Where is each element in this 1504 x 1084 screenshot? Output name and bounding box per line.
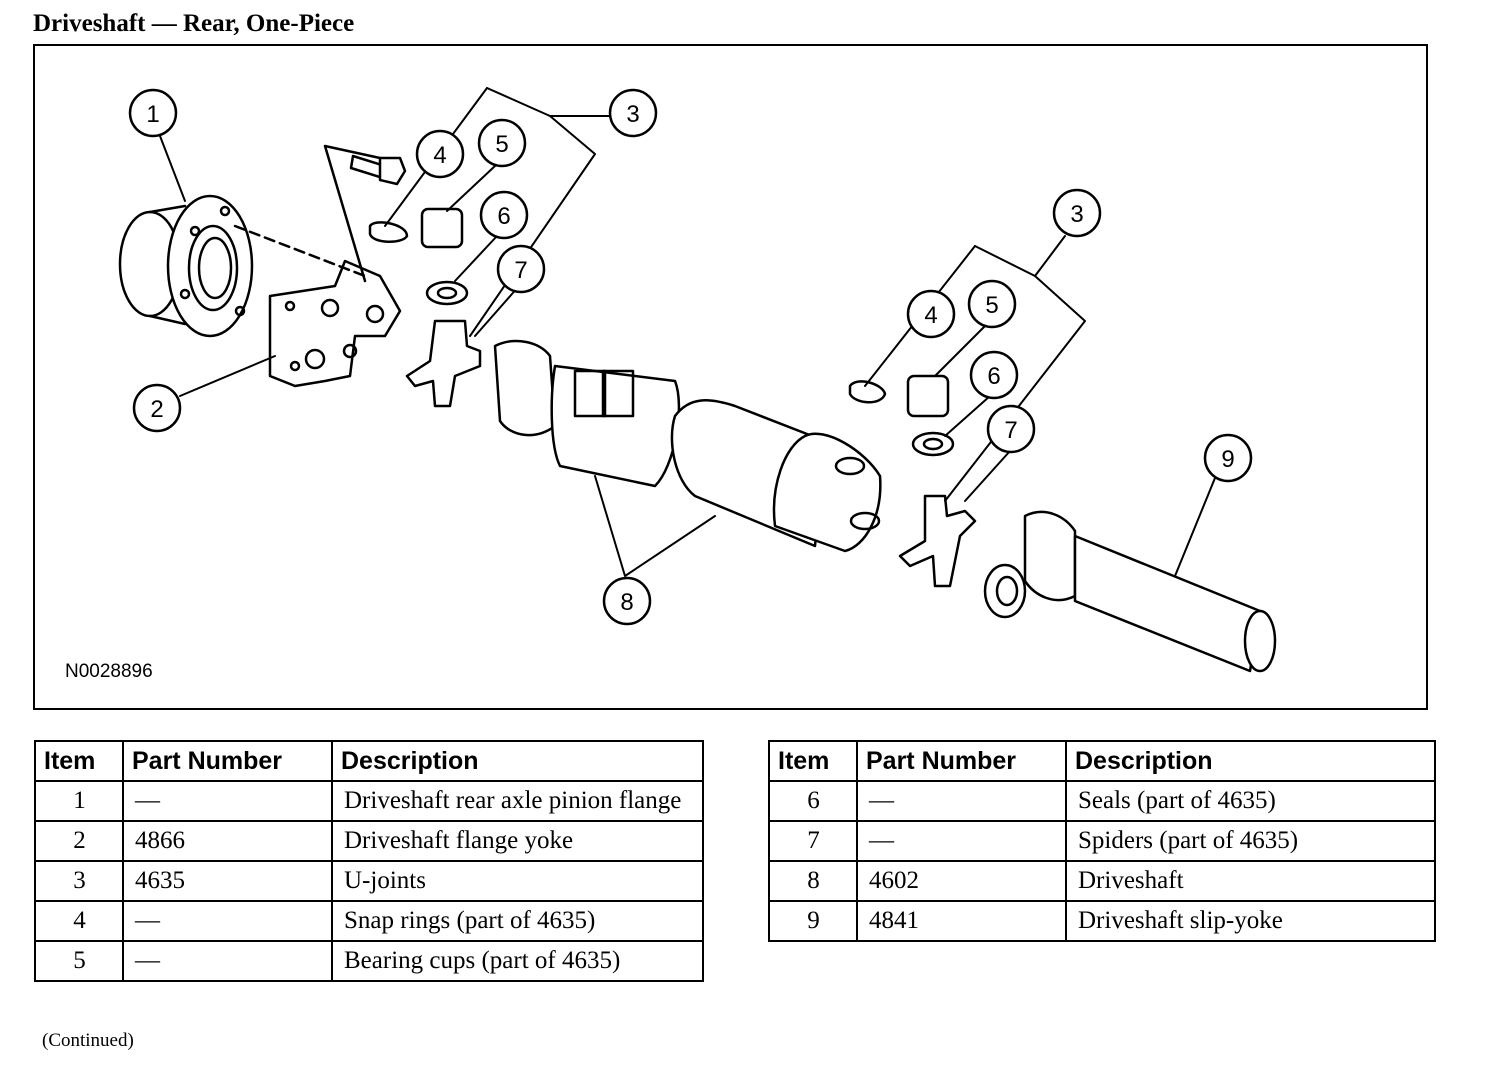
header-item: Item xyxy=(34,740,124,782)
cell-part: — xyxy=(122,940,333,982)
callout-5: 5 xyxy=(495,131,508,158)
cell-part: — xyxy=(856,780,1067,822)
table-row: 6 — Seals (part of 4635) xyxy=(768,780,1436,822)
driveshaft-front xyxy=(493,339,681,488)
cell-part: — xyxy=(122,900,333,942)
cell-item: 7 xyxy=(768,820,858,862)
continued-note: (Continued) xyxy=(42,1030,134,1051)
cell-desc: Snap rings (part of 4635) xyxy=(331,900,704,942)
cell-part: 4841 xyxy=(856,900,1067,942)
page-title: Driveshaft — Rear, One-Piece xyxy=(33,10,355,37)
header-description: Description xyxy=(1065,740,1436,782)
table-header-row: Item Part Number Description xyxy=(34,740,704,782)
cell-desc: Bearing cups (part of 4635) xyxy=(331,940,704,982)
exploded-view-diagram: 1 2 3 4 5 6 7 8 3 4 5 6 7 9 N0028896 xyxy=(33,44,1428,710)
driveshaft-tube xyxy=(670,399,882,553)
callout-3: 3 xyxy=(626,101,639,128)
cell-part: — xyxy=(122,780,333,822)
callout-circles xyxy=(128,88,1253,626)
parts-table-right: Item Part Number Description 6 — Seals (… xyxy=(768,740,1436,942)
cell-desc: Spiders (part of 4635) xyxy=(1065,820,1436,862)
callout-4: 4 xyxy=(433,142,446,169)
cell-part: 4866 xyxy=(122,820,333,862)
figure-id: N0028896 xyxy=(65,661,153,682)
callout-2: 2 xyxy=(150,396,163,423)
table-header-row: Item Part Number Description xyxy=(768,740,1436,782)
table-row: 2 4866 Driveshaft flange yoke xyxy=(34,820,704,862)
parts-table-left: Item Part Number Description 1 — Drivesh… xyxy=(34,740,704,982)
cell-item: 6 xyxy=(768,780,858,822)
flange-yoke xyxy=(268,259,402,388)
u-joint-front xyxy=(368,207,482,408)
cell-item: 5 xyxy=(34,940,124,982)
header-part-number: Part Number xyxy=(856,740,1067,782)
cell-item: 2 xyxy=(34,820,124,862)
table-row: 9 4841 Driveshaft slip-yoke xyxy=(768,900,1436,942)
table-row: 3 4635 U-joints xyxy=(34,860,704,902)
callout-9: 9 xyxy=(1221,446,1234,473)
cell-desc: Driveshaft rear axle pinion flange xyxy=(331,780,704,822)
header-item: Item xyxy=(768,740,858,782)
table-row: 4 — Snap rings (part of 4635) xyxy=(34,900,704,942)
table-row: 8 4602 Driveshaft xyxy=(768,860,1436,902)
cell-part: 4635 xyxy=(122,860,333,902)
cell-desc: Seals (part of 4635) xyxy=(1065,780,1436,822)
cell-desc: Driveshaft slip-yoke xyxy=(1065,900,1436,942)
cell-part: 4602 xyxy=(856,860,1067,902)
callout-7b: 7 xyxy=(1004,417,1017,444)
cell-desc: U-joints xyxy=(331,860,704,902)
table-row: 5 — Bearing cups (part of 4635) xyxy=(34,940,704,982)
cell-desc: Driveshaft flange yoke xyxy=(331,820,704,862)
u-joint-rear xyxy=(848,374,977,588)
cell-item: 8 xyxy=(768,860,858,902)
cell-item: 1 xyxy=(34,780,124,822)
callout-labels: 1 2 3 4 5 6 7 8 3 4 5 6 7 9 xyxy=(146,101,1234,616)
cell-part: — xyxy=(856,820,1067,862)
table-row: 7 — Spiders (part of 4635) xyxy=(768,820,1436,862)
bolt xyxy=(349,154,407,186)
cell-item: 4 xyxy=(34,900,124,942)
callout-6b: 6 xyxy=(987,363,1000,390)
diagram-svg: 1 2 3 4 5 6 7 8 3 4 5 6 7 9 xyxy=(118,87,1277,673)
cell-desc: Driveshaft xyxy=(1065,860,1436,902)
table-row: 1 — Driveshaft rear axle pinion flange xyxy=(34,780,704,822)
header-part-number: Part Number xyxy=(122,740,333,782)
callout-8: 8 xyxy=(620,589,633,616)
slip-yoke xyxy=(983,510,1277,673)
callout-7: 7 xyxy=(514,257,527,284)
callout-4b: 4 xyxy=(924,302,937,329)
pinion-flange xyxy=(118,194,254,338)
cell-item: 3 xyxy=(34,860,124,902)
callout-3b: 3 xyxy=(1070,201,1083,228)
cell-item: 9 xyxy=(768,900,858,942)
callout-6: 6 xyxy=(497,203,510,230)
header-description: Description xyxy=(331,740,704,782)
callout-5b: 5 xyxy=(985,292,998,319)
callout-1: 1 xyxy=(146,101,159,128)
